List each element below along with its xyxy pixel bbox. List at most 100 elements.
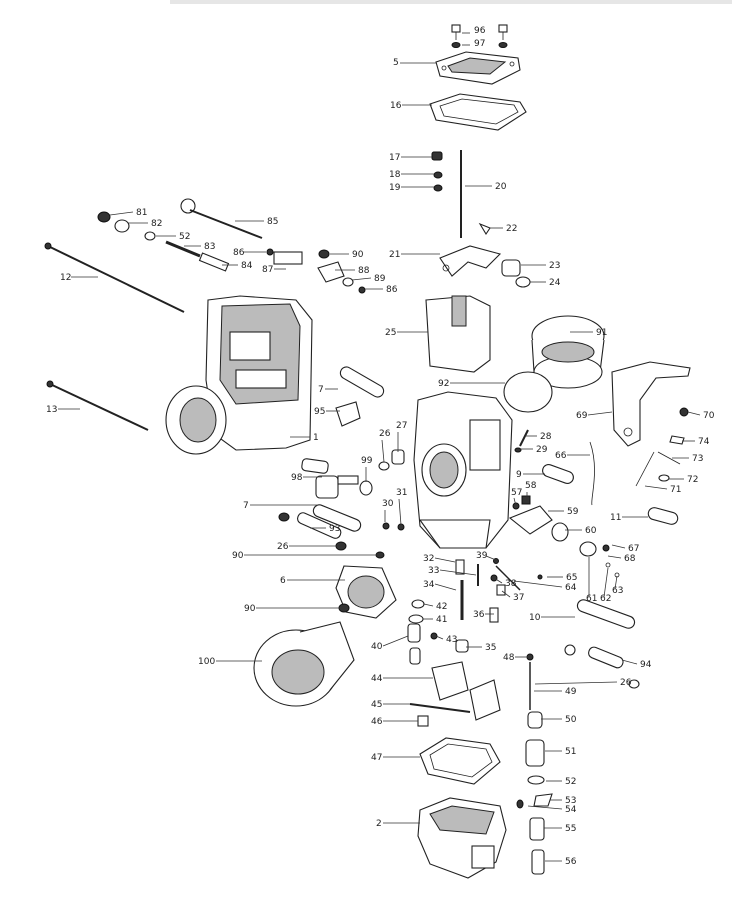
part-label-7b: 7 [243, 501, 249, 511]
part-label-42: 42 [436, 602, 447, 612]
float-bowl-gasket [419, 737, 501, 785]
part-label-11: 11 [610, 513, 621, 523]
left-carb-body [205, 295, 313, 451]
choke-fittings [301, 458, 373, 499]
part-label-91: 91 [596, 328, 607, 338]
jet-needle-parts [431, 150, 491, 238]
part-label-12: 12 [60, 273, 71, 283]
intake-adapter-6 [335, 565, 397, 619]
part-label-20: 20 [495, 182, 507, 192]
part-label-90c: 90 [244, 604, 256, 614]
part-label-52b: 52 [565, 777, 576, 787]
part-label-41: 41 [436, 615, 447, 625]
part-label-48: 48 [503, 653, 515, 663]
part-label-24: 24 [549, 278, 561, 288]
part-label-63: 63 [612, 586, 623, 596]
part-label-18: 18 [389, 170, 401, 180]
part-label-25: 25 [385, 328, 396, 338]
part-label-59: 59 [567, 507, 579, 517]
part-label-36: 36 [473, 610, 485, 620]
part-label-92: 92 [438, 379, 449, 389]
left-intake-bell [165, 385, 227, 455]
part-label-68: 68 [624, 554, 636, 564]
part-label-39: 39 [476, 551, 488, 561]
part-label-98: 98 [291, 473, 303, 483]
cover-gasket [429, 93, 527, 131]
part-label-65: 65 [566, 573, 577, 583]
leader-line-37 [501, 590, 511, 598]
leader-line-64 [513, 580, 563, 588]
part-label-16: 16 [390, 101, 402, 111]
part-label-52a: 52 [179, 232, 190, 242]
part-label-33: 33 [428, 566, 439, 576]
part-label-73: 73 [692, 454, 703, 464]
part-label-22: 22 [506, 224, 517, 234]
part-label-86b: 86 [386, 285, 398, 295]
part-label-81: 81 [136, 208, 147, 218]
slide-link [439, 245, 502, 277]
part-label-50: 50 [565, 715, 577, 725]
part-label-35: 35 [485, 643, 496, 653]
part-label-90a: 90 [352, 250, 364, 260]
part-label-51: 51 [565, 747, 576, 757]
part-label-61: 61 [586, 594, 597, 604]
leader-line-57 [513, 497, 517, 507]
part-label-97: 97 [474, 39, 485, 49]
leader-line-67 [611, 544, 626, 549]
part-label-62: 62 [600, 594, 611, 604]
o-ring-92 [503, 371, 553, 413]
part-label-67: 67 [628, 544, 639, 554]
part-label-96: 96 [474, 26, 486, 36]
part-label-84: 84 [241, 261, 253, 271]
part-label-10: 10 [529, 613, 541, 623]
leader-line-71 [644, 485, 668, 490]
leader-line-26a [381, 439, 385, 463]
part-label-5: 5 [393, 58, 399, 68]
leader-line-32 [434, 557, 456, 563]
leader-line-69 [587, 411, 613, 416]
part-label-71: 71 [670, 485, 681, 495]
right-small-parts [508, 429, 685, 578]
top-cover [435, 51, 521, 85]
part-label-7a: 7 [318, 385, 324, 395]
part-label-23: 23 [549, 261, 560, 271]
part-label-100: 100 [198, 657, 215, 667]
float-assembly [409, 661, 501, 727]
leader-line-94 [621, 659, 638, 665]
part-label-54: 54 [565, 805, 577, 815]
top-edge-strip [170, 0, 732, 4]
part-label-30: 30 [382, 499, 394, 509]
leader-line-54 [527, 805, 563, 810]
part-label-94: 94 [640, 660, 652, 670]
part-label-90b: 90 [232, 551, 244, 561]
part-label-43: 43 [446, 635, 457, 645]
part-label-88: 88 [358, 266, 370, 276]
part-label-32: 32 [423, 554, 434, 564]
part-label-58: 58 [525, 481, 537, 491]
part-label-29: 29 [536, 445, 548, 455]
intake-bell-100 [253, 621, 355, 707]
part-label-89: 89 [374, 274, 386, 284]
part-label-26b: 26 [277, 542, 289, 552]
part-label-2: 2 [376, 819, 382, 829]
top-screws [451, 24, 508, 48]
part-label-26c: 26 [620, 678, 632, 688]
long-rods [44, 242, 185, 431]
leader-line-42 [423, 603, 434, 607]
part-label-86a: 86 [233, 248, 245, 258]
leader-line-43 [435, 635, 444, 640]
part-label-1: 1 [313, 433, 319, 443]
part-label-6: 6 [280, 576, 286, 586]
part-label-74: 74 [698, 437, 710, 447]
part-label-72: 72 [687, 475, 698, 485]
jet-stack [407, 558, 543, 665]
part-label-99: 99 [361, 456, 373, 466]
part-label-85: 85 [267, 217, 278, 227]
part-label-44: 44 [371, 674, 383, 684]
part-label-45: 45 [371, 700, 382, 710]
leader-line-81 [109, 211, 134, 216]
leader-line-63 [614, 575, 618, 590]
part-label-64: 64 [565, 583, 577, 593]
part-label-55: 55 [565, 824, 576, 834]
